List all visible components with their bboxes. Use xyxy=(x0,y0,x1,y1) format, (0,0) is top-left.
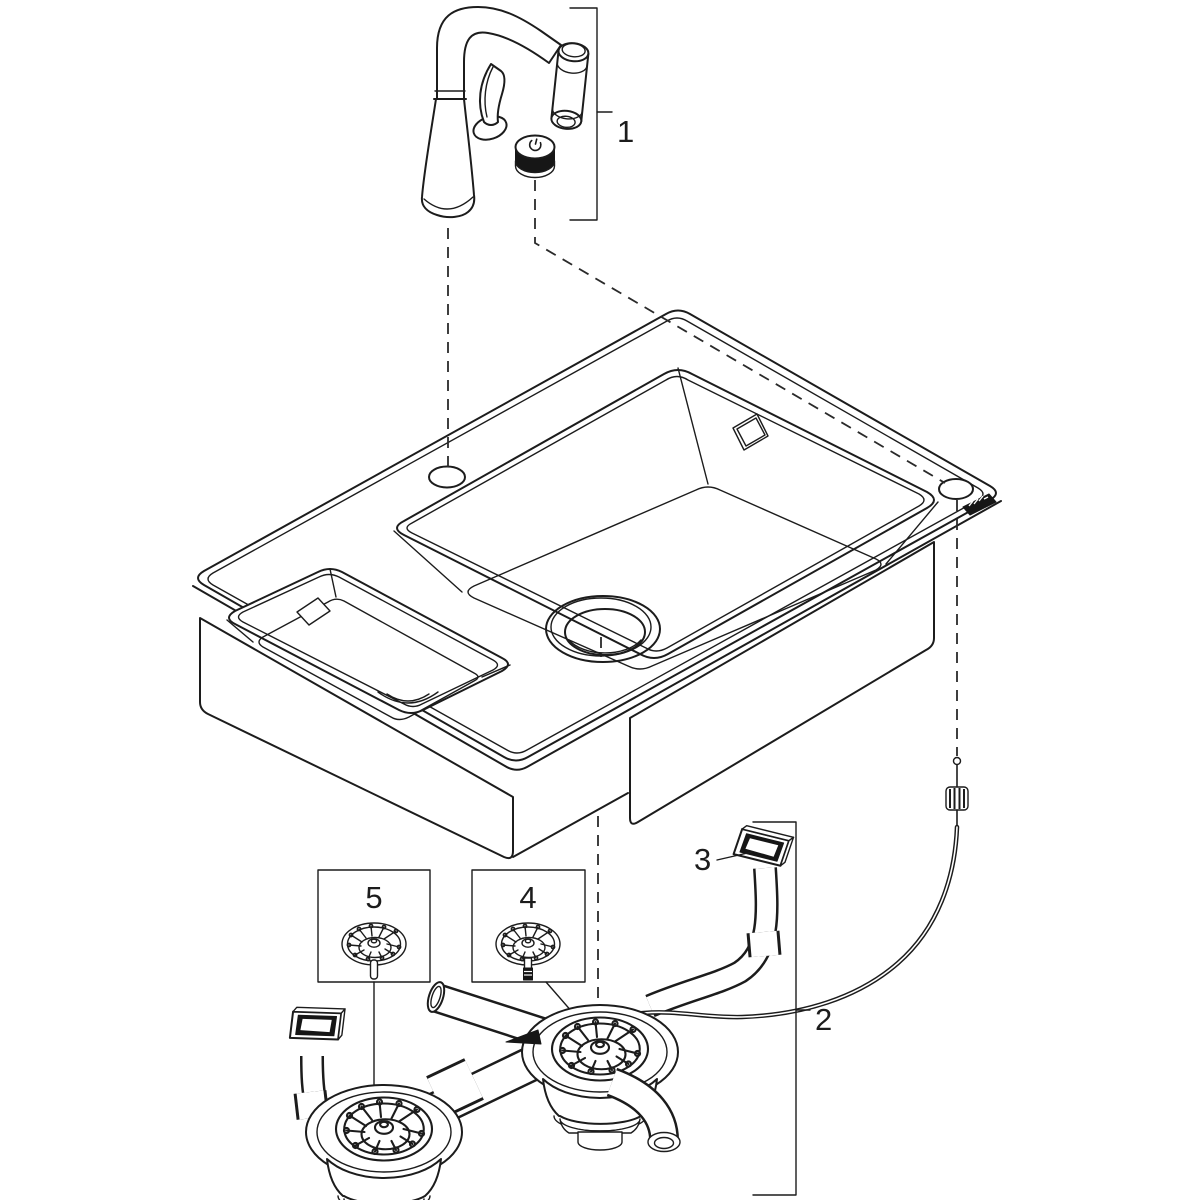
part-3-overflow-connector xyxy=(645,823,796,1018)
faucet-spout xyxy=(436,6,562,100)
part-5-box: 5 xyxy=(317,869,431,1095)
strainer-5-stem xyxy=(369,959,379,980)
right-drain xyxy=(522,1005,681,1153)
left-bowl xyxy=(226,568,511,721)
faucet-hole xyxy=(428,465,466,489)
sink xyxy=(192,309,1002,860)
callout-2-label: 2 xyxy=(815,1002,832,1037)
select-button xyxy=(514,134,556,179)
faucet xyxy=(420,6,590,219)
cable-adjuster-nut xyxy=(945,786,969,811)
cable-clamp-marker xyxy=(505,1029,542,1045)
leader-3 xyxy=(716,851,753,861)
main-bowl xyxy=(393,367,939,670)
left-bowl-drain xyxy=(377,691,439,704)
callout-3: 3 xyxy=(694,842,753,877)
callout-1-bracket: 1 xyxy=(569,7,634,221)
faucet-body xyxy=(420,98,476,219)
left-bowl-overflow xyxy=(296,597,331,626)
part-4-box: 4 xyxy=(471,869,601,1045)
strainer-4-thread xyxy=(523,967,533,981)
callout-1-label: 1 xyxy=(617,114,634,149)
cable-tip xyxy=(952,756,962,766)
callout-5-label: 5 xyxy=(365,880,382,915)
left-drain xyxy=(306,1085,462,1200)
drain-assembly xyxy=(286,756,969,1200)
assembly-guides xyxy=(447,180,958,1036)
strainer-plug-5 xyxy=(341,922,407,966)
rim-front-edge xyxy=(192,500,1002,771)
callout-3-label: 3 xyxy=(694,842,711,877)
part-3-window xyxy=(731,823,796,869)
faucet-spray-head xyxy=(550,42,590,130)
brand-badge-logo-strip xyxy=(962,493,997,516)
main-bowl-drain xyxy=(545,595,661,663)
left-overflow-window xyxy=(286,1002,349,1044)
control-hole xyxy=(938,478,974,500)
callout-2-bracket: 2 xyxy=(752,821,832,1196)
faucet-lever-handle xyxy=(478,63,506,126)
callout-4-label: 4 xyxy=(519,880,536,915)
sink-underbody xyxy=(199,541,935,860)
power-icon xyxy=(528,138,542,152)
button-guide-line xyxy=(534,180,946,484)
